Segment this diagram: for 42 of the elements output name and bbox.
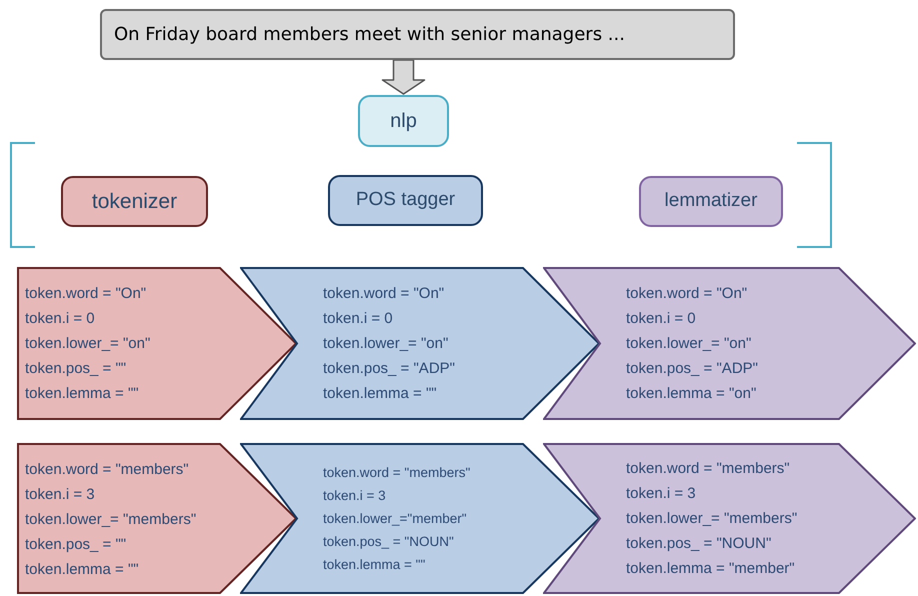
attribute-text: token.lower_="member"	[323, 510, 468, 528]
attribute-text: token.i = 3	[626, 484, 697, 504]
attribute-text: token.pos_ = ""	[25, 359, 128, 379]
attribute-text: token.word = "On"	[626, 284, 748, 304]
attribute-text: token.lemma = ""	[323, 384, 438, 404]
attribute-text: token.i = 0	[323, 309, 394, 329]
attribute-text: token.pos_ = "NOUN"	[323, 533, 455, 551]
process-box: lemmatizer	[639, 176, 783, 227]
sentence-box: On Friday board members meet with senior managers ...	[100, 9, 735, 60]
chevron-shape	[240, 443, 600, 594]
attribute-text: token.i = 0	[25, 309, 96, 329]
attribute-text: token.word = "members"	[25, 460, 190, 480]
attribute-text: token.i = 0	[626, 309, 697, 329]
attribute-text: token.i = 3	[25, 485, 96, 505]
attribute-text: token.lemma = ""	[25, 560, 140, 580]
attribute-text: token.lower_= "members"	[626, 509, 798, 529]
chevron-shape	[240, 267, 600, 420]
attribute-text: token.word = "On"	[323, 284, 446, 304]
attribute-text: token.lemma = ""	[25, 384, 140, 404]
attribute-text: token.pos_ = ""	[25, 535, 128, 555]
chevron-shape	[17, 267, 297, 420]
attribute-text: token.word = "members"	[323, 464, 472, 482]
attribute-text: token.lower_= "on"	[323, 334, 450, 354]
attribute-text: token.pos_ = "ADP"	[323, 359, 456, 379]
attribute-text: token.pos_ = "NOUN"	[626, 534, 772, 554]
attribute-text: token.i = 3	[323, 487, 387, 505]
attribute-text: token.lower_= "on"	[25, 334, 152, 354]
attribute-text: token.word = "members"	[626, 459, 791, 479]
attribute-text: token.lower_= "on"	[626, 334, 752, 354]
block-arrow	[382, 59, 426, 95]
chevron-shape	[17, 443, 297, 594]
process-box: POS tagger	[328, 175, 483, 226]
attribute-text: token.word = "On"	[25, 284, 148, 304]
attribute-text: token.pos_ = "ADP"	[626, 359, 759, 379]
attribute-text: token.lower_= "members"	[25, 510, 198, 530]
attribute-text: token.lemma = "member"	[626, 559, 796, 579]
chevron-shape	[543, 267, 916, 420]
process-box: tokenizer	[61, 176, 208, 227]
attribute-text: token.lemma = "on"	[626, 384, 758, 404]
chevron-shape	[543, 443, 916, 594]
process-box: nlp	[358, 95, 449, 147]
attribute-text: token.lemma = ""	[323, 556, 426, 574]
